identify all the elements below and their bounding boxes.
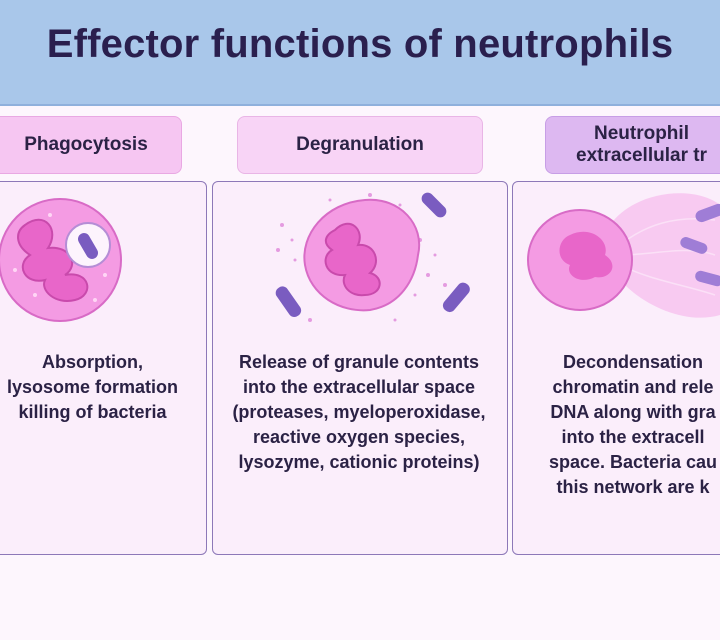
trapped-bacterium-1 xyxy=(695,203,720,223)
degranulation-cell-illustration xyxy=(275,192,470,322)
lobed-nucleus xyxy=(324,222,381,297)
nets-description: Decondensation chromatin and rele DNA al… xyxy=(548,352,718,497)
label-nets-text: Neutrophil extracellular tr xyxy=(576,123,707,166)
nets-cell-illustration xyxy=(527,193,720,318)
lobed-nucleus xyxy=(17,218,89,302)
phagocytosis-cell-illustration xyxy=(0,198,122,322)
title-banner: Effector functions of neutrophils xyxy=(0,0,720,106)
degranulation-description: Release of granule contents into the ext… xyxy=(232,352,486,472)
phagocytosis-description: Absorption, lysosome formation killing o… xyxy=(6,352,179,422)
engulfed-bacterium xyxy=(78,233,98,259)
label-degranulation: Degranulation xyxy=(237,116,483,174)
label-nets: Neutrophil extracellular tr xyxy=(545,116,720,174)
label-phagocytosis-text: Phagocytosis xyxy=(24,134,148,155)
label-phagocytosis: Phagocytosis xyxy=(0,116,182,174)
bacterium-2 xyxy=(275,286,302,318)
label-degranulation-text: Degranulation xyxy=(296,134,424,155)
net-cloud xyxy=(610,193,720,318)
bacterium-3 xyxy=(442,282,470,313)
page-title: Effector functions of neutrophils xyxy=(46,22,674,66)
bacterium-1 xyxy=(421,192,447,218)
trapped-bacterium-3 xyxy=(695,270,720,287)
decondensed-nucleus xyxy=(559,231,613,280)
trapped-bacterium-2 xyxy=(680,237,708,254)
